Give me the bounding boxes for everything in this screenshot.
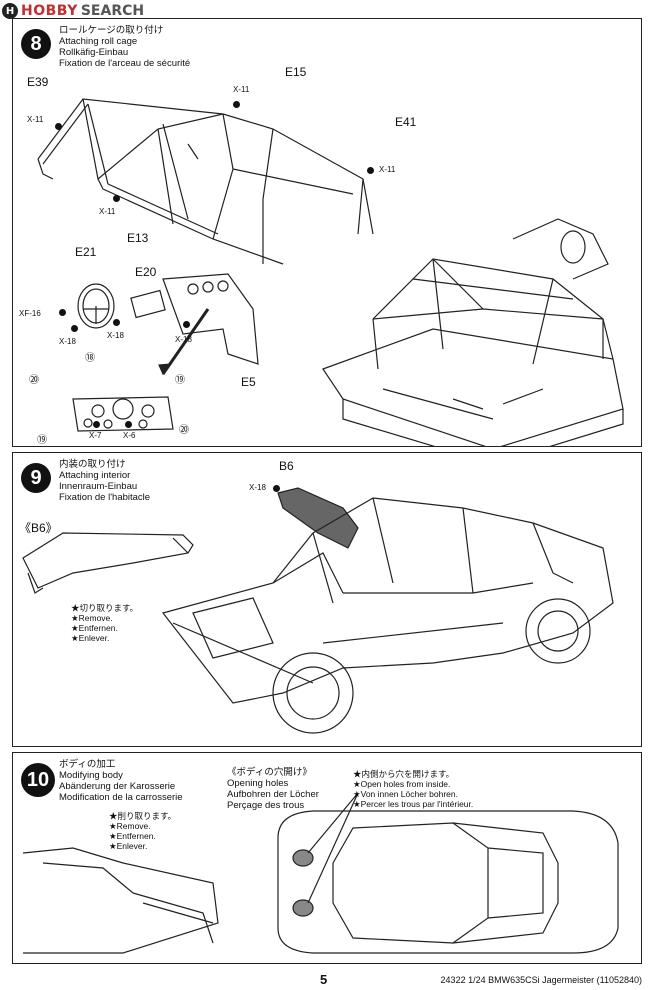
shave-note-fr: ★Enlever. <box>109 841 148 851</box>
paint-x11-right: X-11 <box>379 165 396 174</box>
paint-dot-icon <box>55 123 62 130</box>
paint-dot-icon <box>273 485 280 492</box>
paint-x11-top: X-11 <box>233 85 250 94</box>
step-8-title: ロールケージの取り付け Attaching roll cage Rollkäfi… <box>59 25 190 69</box>
step-9-title-fr: Fixation de l'habitacle <box>59 492 151 503</box>
shave-note-de: ★Entfernen. <box>109 831 156 841</box>
holes-title-ja: 《ボディの穴開け》 <box>227 767 312 778</box>
paint-x6: X-6 <box>123 431 136 440</box>
remove-note-en: ★Remove. <box>71 613 113 623</box>
decal-19-left: ⑲ <box>37 435 47 446</box>
step-10-title-en: Modifying body <box>59 770 123 781</box>
part-e21: E21 <box>75 245 97 259</box>
part-e5: E5 <box>241 375 256 389</box>
part-e41: E41 <box>395 115 417 129</box>
paint-dot-icon <box>71 325 78 332</box>
part-e15: E15 <box>285 65 307 79</box>
paint-dot-icon <box>183 321 190 328</box>
holes-title-fr: Perçage des trous <box>227 800 305 811</box>
paint-xf16: XF-16 <box>19 309 41 318</box>
holes-note-ja: ★内側から穴を開けます。 <box>353 769 455 779</box>
part-e39: E39 <box>27 75 49 89</box>
decal-20-left: ⑳ <box>29 375 39 386</box>
part-b6-detail: 《B6》 <box>19 521 58 535</box>
part-b6: B6 <box>279 459 294 473</box>
part-e13: E13 <box>127 231 149 245</box>
step-10-title-fr: Modification de la carrosserie <box>59 792 183 803</box>
step-10-number: 10 <box>21 763 55 797</box>
page-number: 5 <box>320 972 328 987</box>
decal-19-right: ⑲ <box>175 375 185 386</box>
step-10-title: ボディの加工 Modifying body Abänderung der Kar… <box>59 759 183 803</box>
product-info: 24322 1/24 BMW635CSi Jagermeister (11052… <box>440 975 642 985</box>
paint-x18-column: X-18 <box>107 331 124 340</box>
paint-x7: X-7 <box>89 431 102 440</box>
watermark-brand2: SEARCH <box>80 3 145 19</box>
step-10-title-de: Abänderung der Karosserie <box>59 781 176 792</box>
step-10-panel: 10 ボディの加工 Modifying body Abänderung der … <box>12 752 642 964</box>
holes-note-fr: ★Percer les trous par l'intérieur. <box>353 799 474 809</box>
step-10-title-ja: ボディの加工 <box>59 759 116 770</box>
holes-title-en: Opening holes <box>227 778 289 789</box>
watermark-brand: HOBBY <box>21 3 78 19</box>
holes-note: ★内側から穴を開けます。 ★Open holes from inside. ★V… <box>353 769 473 809</box>
step-9-number: 9 <box>21 463 51 493</box>
paint-dot-icon <box>59 309 66 316</box>
paint-dot-icon <box>113 319 120 326</box>
remove-note: ★切り取ります。 ★Remove. ★Entfernen. ★Enlever. <box>71 603 138 643</box>
decal-20-right: ⑳ <box>179 425 189 436</box>
paint-x18-wheel: X-18 <box>59 337 76 346</box>
holes-note-de: ★Von innen Löcher bohren. <box>353 789 458 799</box>
step-9-title-de: Innenraum-Einbau <box>59 481 138 492</box>
step-8-title-fr: Fixation de l'arceau de sécurité <box>59 58 191 69</box>
step-8-panel: 8 ロールケージの取り付け Attaching roll cage Rollkä… <box>12 18 642 447</box>
paint-dot-icon <box>367 167 374 174</box>
paint-dot-icon <box>233 101 240 108</box>
shave-note-en: ★Remove. <box>109 821 151 831</box>
interior-illustration <box>22 487 614 734</box>
step-9-title: 内装の取り付け Attaching interior Innenraum-Ein… <box>59 459 150 503</box>
part-e20: E20 <box>135 265 157 279</box>
step-8-title-ja: ロールケージの取り付け <box>59 25 164 36</box>
paint-x11-bottom: X-11 <box>99 207 116 216</box>
remove-note-ja: ★切り取ります。 <box>71 603 139 613</box>
step-9-panel: 9 内装の取り付け Attaching interior Innenraum-E… <box>12 452 642 747</box>
roll-cage-illustration <box>37 98 624 446</box>
step-9-title-en: Attaching interior <box>59 470 131 481</box>
step-8-title-de: Rollkäfig-Einbau <box>59 47 129 58</box>
watermark: H HOBBY SEARCH <box>2 2 144 20</box>
paint-x11-left: X-11 <box>27 115 44 124</box>
remove-note-de: ★Entfernen. <box>71 623 118 633</box>
paint-dot-icon <box>113 195 120 202</box>
step-8-title-en: Attaching roll cage <box>59 36 138 47</box>
step-9-title-ja: 内装の取り付け <box>59 459 126 470</box>
watermark-logo-icon: H <box>2 3 18 19</box>
paint-dot-icon <box>93 421 100 428</box>
holes-note-en: ★Open holes from inside. <box>353 779 451 789</box>
paint-x18: X-18 <box>249 483 266 492</box>
shave-note: ★削り取ります。 ★Remove. ★Entfernen. ★Enlever. <box>109 811 176 851</box>
holes-title: 《ボディの穴開け》 Opening holes Aufbohren der Lö… <box>227 767 319 811</box>
paint-dot-icon <box>125 421 132 428</box>
paint-x18-dash: X-18 <box>175 335 192 344</box>
step-8-number: 8 <box>21 29 51 59</box>
shave-note-ja: ★削り取ります。 <box>109 811 177 821</box>
decal-18: ⑱ <box>85 353 95 364</box>
holes-title-de: Aufbohren der Löcher <box>227 789 319 800</box>
body-modify-illustration <box>22 792 619 954</box>
remove-note-fr: ★Enlever. <box>71 633 110 643</box>
